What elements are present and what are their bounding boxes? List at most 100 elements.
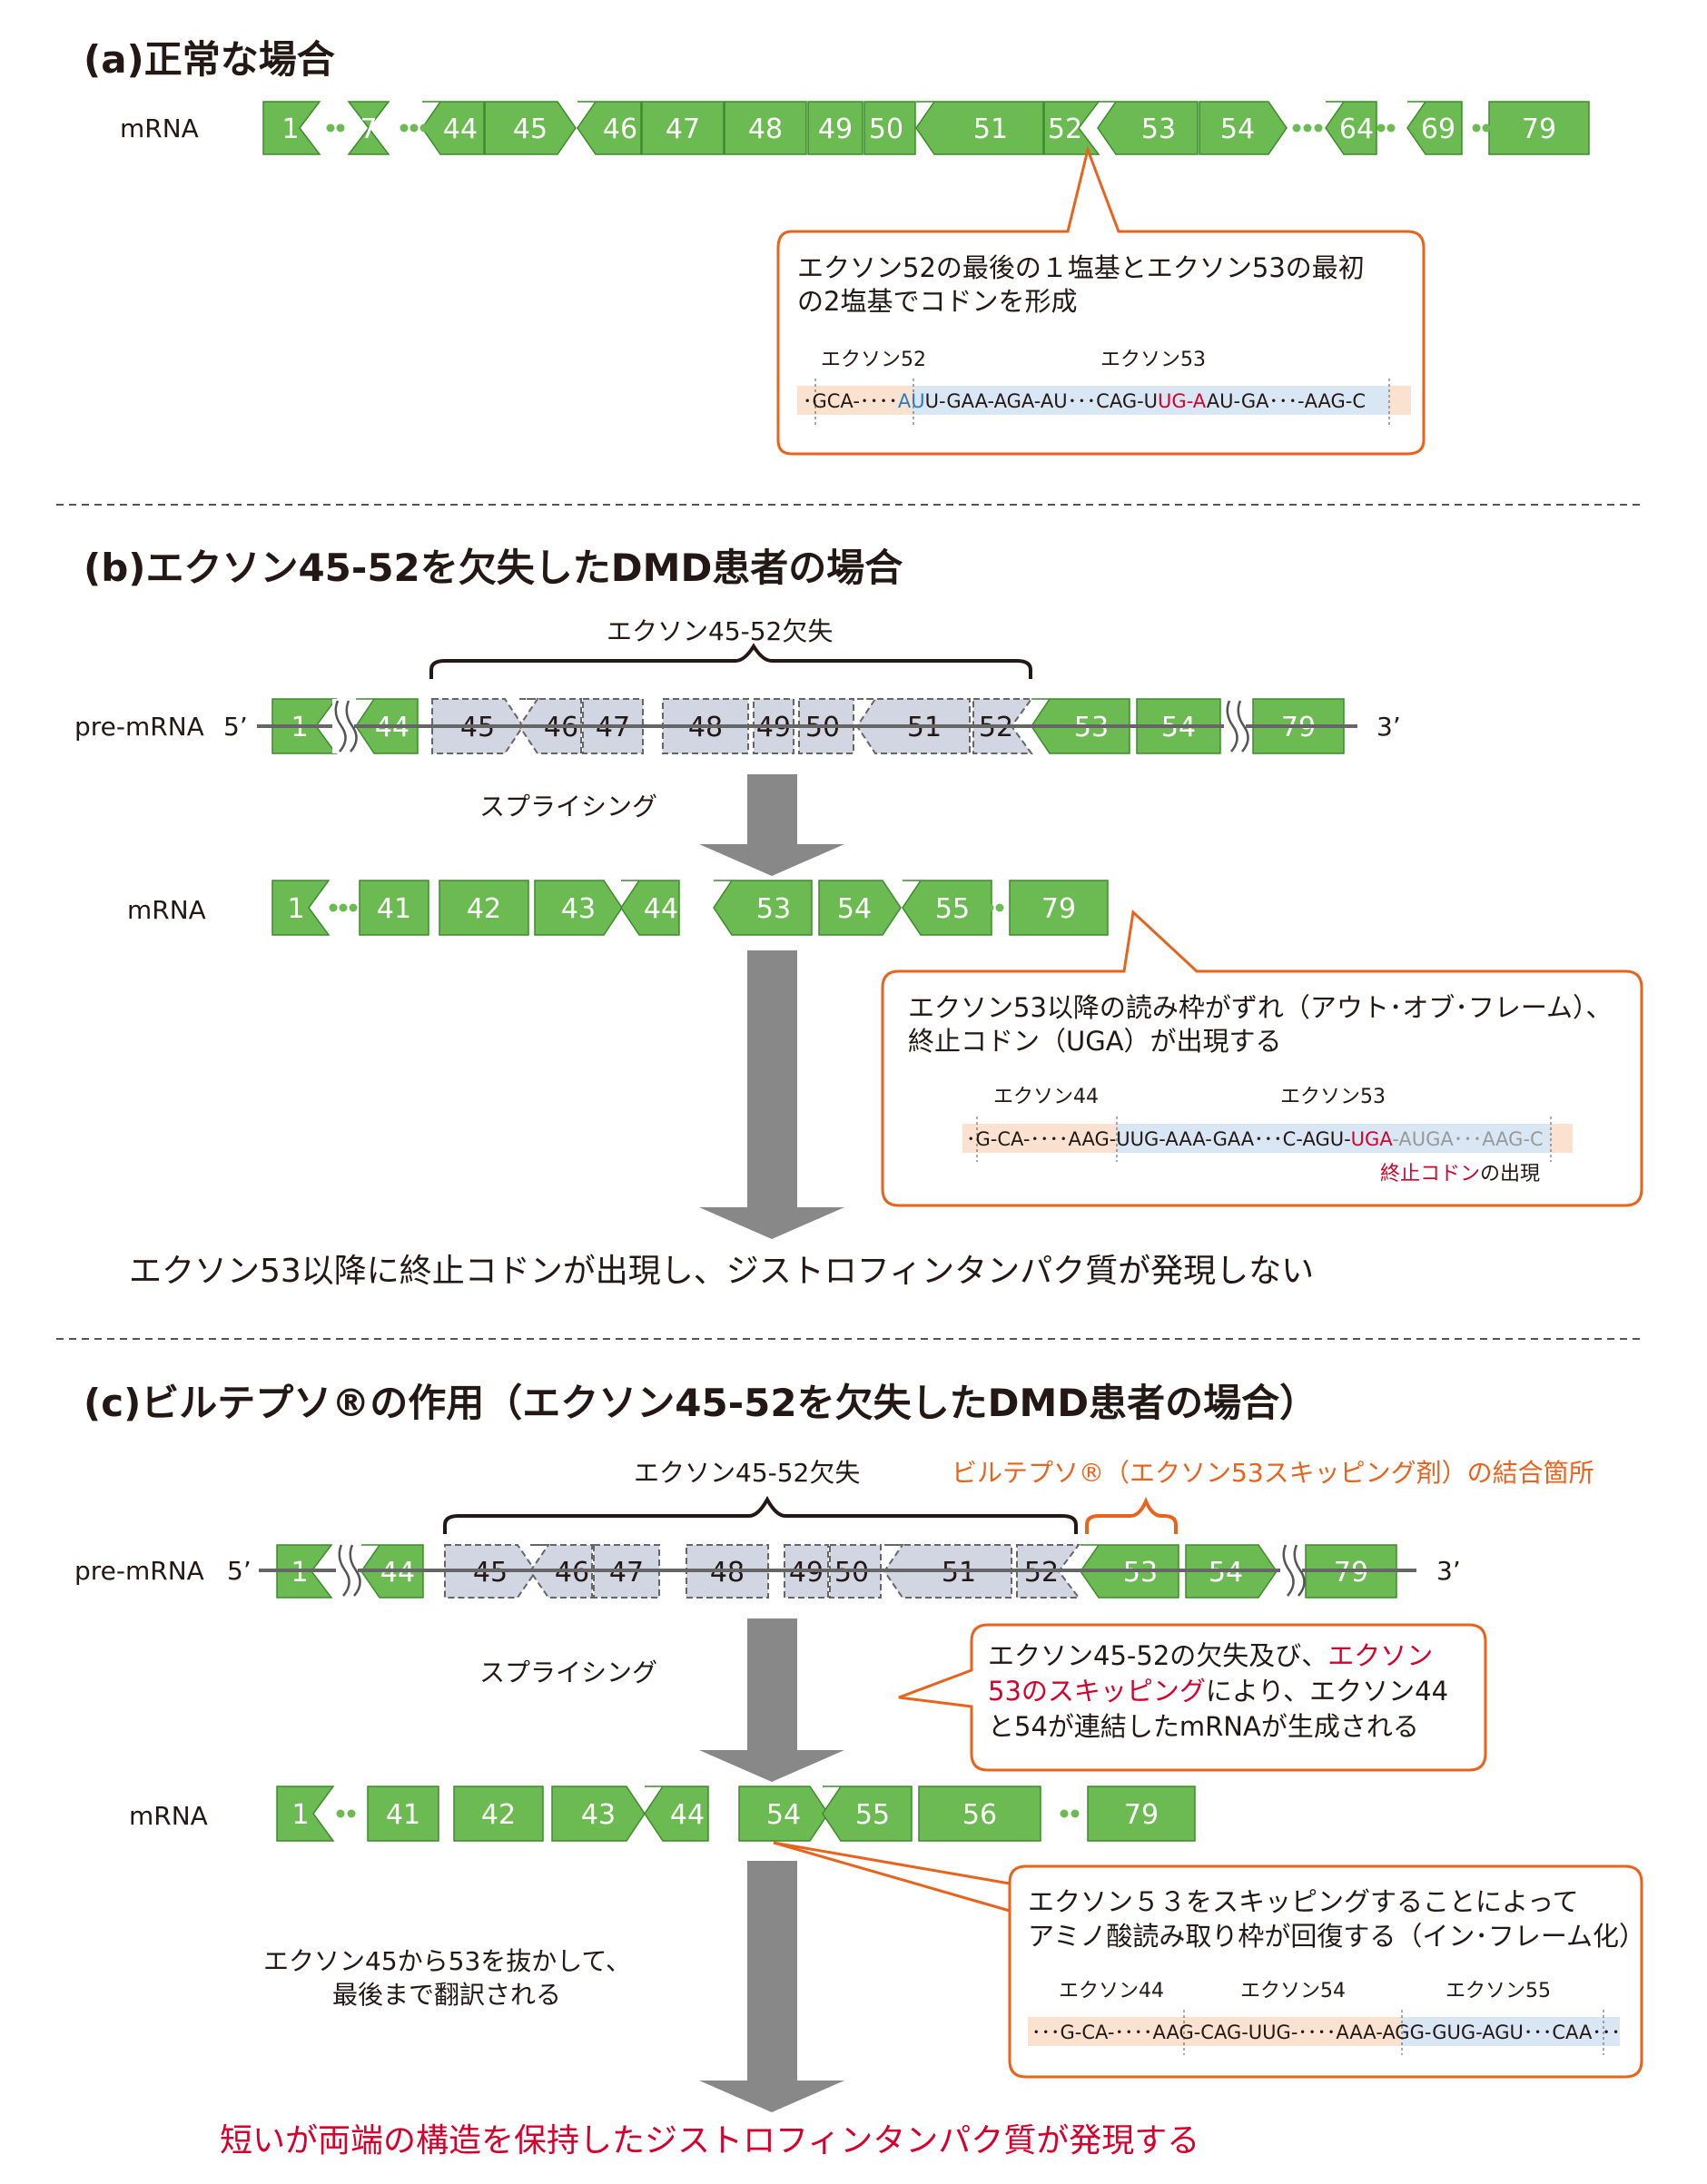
seq-label-exon53: エクソン53 — [1280, 1086, 1386, 1108]
panel-c-translation-arrow — [699, 1861, 844, 2112]
panel-b-mrna-exon-54: 54 — [818, 880, 902, 936]
panel-b-mrna-exon-label-42: 42 — [467, 893, 501, 925]
panel-b-mrna-exon-42: 42 — [439, 880, 529, 936]
panel-a-exon-label-44: 44 — [443, 113, 478, 145]
panel-a-exon-46: 46 — [577, 101, 642, 155]
panel-b-mrna-exon-55: 55 — [902, 880, 992, 936]
panel-a-ellipsis-dot — [326, 123, 335, 133]
panel-c-callout1-line2: 53のスキッピングにより、エクソン44 — [988, 1676, 1448, 1707]
panel-b-ellipsis-dot — [349, 903, 358, 912]
panel-a-exon-label-48: 48 — [748, 113, 783, 145]
panel-b-mrna-exon-43: 43 — [534, 880, 623, 936]
panel-b-mrna-exon-label-43: 43 — [561, 893, 596, 925]
panel-a-exon-label-45: 45 — [513, 113, 548, 145]
panel-c-callout2-line2: アミノ酸読み取り枠が回復する（イン･フレーム化） — [1028, 1921, 1645, 1952]
panel-c-mrna-exon-43: 43 — [551, 1786, 646, 1842]
panel-b-callout-line2: 終止コドン（UGA）が出現する — [908, 1026, 1282, 1057]
panel-c-ellipsis-dot — [1060, 1809, 1069, 1818]
panel-c-pre-exon-label-50: 50 — [834, 1557, 869, 1589]
panel-a-ellipsis-dot — [336, 123, 345, 133]
panel-b-stop-codon-note: 終止コドンの出現 — [1380, 1163, 1540, 1185]
panel-c-splicing-arrow — [699, 1618, 844, 1782]
panel-c-mrna-exon-label-55: 55 — [855, 1799, 890, 1831]
panel-c-binding-label: ビルテプソ®（エクソン53スキッピング剤）の結合箇所 — [952, 1458, 1594, 1488]
panel-c-callout1: エクソン45-52の欠失及び、エクソン 53のスキッピングにより、エクソン44 … — [898, 1623, 1487, 1772]
panel-a-exon-label-69: 69 — [1421, 113, 1455, 145]
panel-a-exon-1: 1 — [262, 101, 321, 155]
panel-c-callout1-line1: エクソン45-52の欠失及び、エクソン — [988, 1640, 1433, 1671]
panel-c-mrna-exon-label-44: 44 — [670, 1799, 705, 1831]
panel-a-exon-label-64: 64 — [1339, 113, 1374, 145]
panel-b-title: (b)エクソン45-52を欠失したDMD患者の場合 — [84, 546, 903, 590]
panel-b-three-prime: 3’ — [1376, 712, 1401, 742]
panel-c-mrna-exon-44: 44 — [644, 1786, 709, 1842]
panel-c-mrna-exon-label-43: 43 — [581, 1799, 616, 1831]
panel-c-mrna-exon-56: 56 — [918, 1786, 1041, 1842]
panel-a-exon-label-50: 50 — [869, 113, 903, 145]
panel-a-ellipsis-dot — [1376, 123, 1386, 133]
panel-c-pre-exon-label-53: 53 — [1123, 1557, 1158, 1589]
panel-a-exon-45: 45 — [484, 101, 577, 155]
seq-label-exon54: エクソン54 — [1240, 1980, 1346, 2002]
panel-a-exon-7: 7 — [347, 101, 390, 155]
panel-b-mrna-exon-label-54: 54 — [837, 893, 872, 925]
panel-b-mrna-exon-label-41: 41 — [377, 893, 411, 925]
panel-c-mrna-exon-41: 41 — [367, 1786, 439, 1842]
panel-c-title: (c)ビルテプソ®の作用（エクソン45-52を欠失したDMD患者の場合） — [84, 1381, 1317, 1425]
panel-a-exon-label-79: 79 — [1522, 113, 1556, 145]
panel-b-splicing-label: スプライシング — [479, 792, 657, 821]
panel-b-mrna-exon-1: 1 — [271, 880, 331, 936]
panel-b-mrna-exon-44: 44 — [620, 880, 680, 936]
panel-b-ellipsis-dot — [339, 903, 348, 912]
panel-c-translation-line1: エクソン45から53を抜かして、 — [263, 1946, 631, 1976]
panel-c-splicing-label: スプライシング — [479, 1658, 657, 1687]
panel-c-sequence: ･･･G-CA-････AAG-CAG-UUG-････AAA-AGG-GUG-… — [1031, 2022, 1621, 2043]
panel-b-five-prime: 5’ — [223, 712, 248, 742]
panel-a-ellipsis-dot — [1314, 123, 1323, 133]
panel-a-ellipsis-dot — [409, 123, 419, 133]
panel-a-exon-50: 50 — [863, 101, 916, 155]
panel-c-pre-exon-label-47: 47 — [609, 1557, 644, 1589]
panel-c-pre-exon-label-46: 46 — [555, 1557, 589, 1589]
panel-a-ellipsis-dot — [419, 123, 429, 133]
panel-c-translation-line2: 最後まで翻訳される — [332, 1980, 561, 2010]
panel-c-mrna-exon-55: 55 — [822, 1786, 913, 1842]
panel-c-conclusion: 短いが両端の構造を保持したジストロフィンタンパク質が発現する — [220, 2122, 1199, 2159]
seq-label-exon55: エクソン55 — [1446, 1980, 1551, 2002]
panel-a-exon-44: 44 — [421, 101, 485, 155]
panel-a-exon-52: 52 — [1043, 101, 1100, 155]
panel-c-mrna-exon-label-1: 1 — [291, 1799, 309, 1831]
seq-label-exon52: エクソン52 — [821, 349, 926, 371]
panel-b-mrna-exon-label-79: 79 — [1041, 893, 1076, 925]
panel-c-break-left — [336, 1543, 361, 1598]
panel-b-deletion-label: エクソン45-52欠失 — [607, 616, 833, 646]
panel-c-pre-exon-label-44: 44 — [380, 1557, 415, 1589]
panel-a-exon-label-54: 54 — [1220, 113, 1255, 145]
panel-a-exon-label-51: 51 — [973, 113, 1008, 145]
panel-a-exon-label-47: 47 — [666, 113, 700, 145]
panel-a-exon-64: 64 — [1325, 101, 1377, 155]
panel-a-ellipsis-dot — [1292, 123, 1301, 133]
panel-c-pre-exon-label-1: 1 — [291, 1557, 308, 1589]
panel-c-pre-exon-label-52: 52 — [1024, 1557, 1059, 1589]
panel-b-mrna-exon-79: 79 — [1009, 880, 1109, 936]
panel-c-mrna-exon-79: 79 — [1087, 1786, 1196, 1842]
exon-layer: 1744454647484950515253546469791444546474… — [262, 101, 1590, 1842]
panel-c-mrna-exon-label-56: 56 — [962, 1799, 997, 1831]
panel-c-deletion-label: エクソン45-52欠失 — [634, 1458, 860, 1488]
panel-b-ellipsis-dot — [995, 903, 1004, 912]
panel-a-callout-line1: エクソン52の最後の１塩基とエクソン53の最初 — [797, 252, 1365, 283]
panel-b-mrna-exon-label-44: 44 — [644, 893, 678, 925]
panel-c-mrna-exon-42: 42 — [453, 1786, 544, 1842]
panel-c-mrna-label: mRNA — [129, 1801, 208, 1831]
panel-b-mrna-exon-41: 41 — [359, 880, 429, 936]
panel-b-conclusion: エクソン53以降に終止コドンが出現し、ジストロフィンタンパク質が発現しない — [129, 1253, 1314, 1290]
panel-b-premrna-label: pre-mRNA — [74, 712, 204, 742]
panel-a-mrna-label: mRNA — [120, 113, 199, 143]
panel-c-three-prime: 3’ — [1436, 1556, 1461, 1586]
panel-a-callout: エクソン52の最後の１塩基とエクソン53の最初 の2塩基でコドンを形成 エクソン… — [776, 144, 1426, 456]
panel-c-callout2-line1: エクソン５３をスキッピングすることによって — [1028, 1886, 1579, 1917]
panel-a-exon-51: 51 — [915, 101, 1044, 155]
panel-c-callout1-line3: と54が連結したmRNAが生成される — [988, 1711, 1419, 1742]
